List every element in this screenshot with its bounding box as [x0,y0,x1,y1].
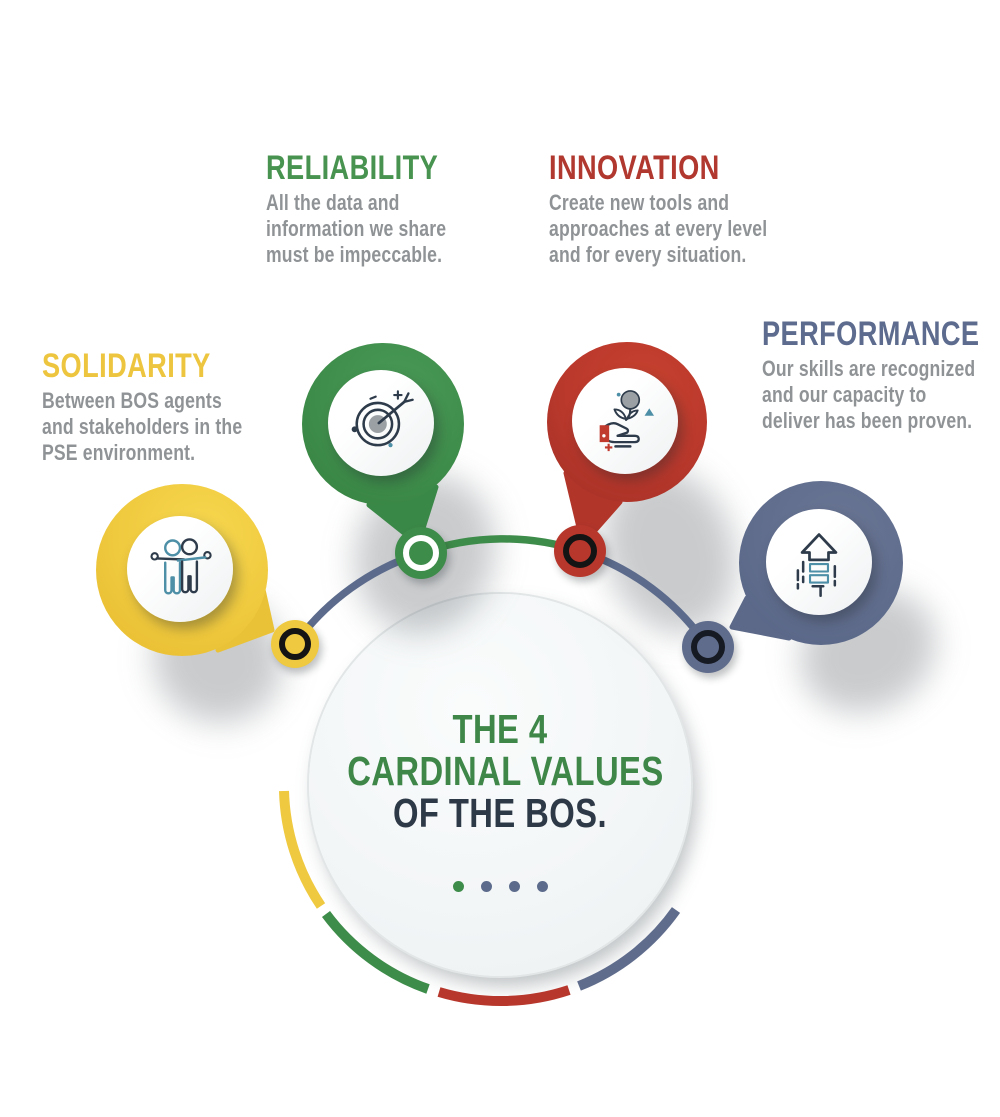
value-title-performance: PERFORMANCE [762,315,980,353]
value-block-solidarity: SOLIDARITY Between BOS agents and stakeh… [42,347,372,466]
value-description-innovation: Create new tools and approaches at every… [549,189,768,267]
node-solidarity [271,620,319,668]
node-reliability [395,527,447,579]
node-innovation [554,525,606,577]
value-description-solidarity: Between BOS agents and stakeholders in t… [42,387,243,465]
arc-segment-red [437,985,571,1007]
icon-circle-reliability [328,370,434,476]
icon-circle-innovation [572,368,678,474]
center-dots [309,879,691,897]
value-block-innovation: INNOVATION Create new tools and approach… [549,149,879,268]
value-block-performance: PERFORMANCE Our skills are recognized an… [762,315,1000,434]
arrow-up-icon [796,533,838,598]
icon-circle-solidarity [127,516,233,622]
target-arrow-icon [351,390,414,448]
center-circle: THE 4 CARDINAL VALUES OF THE BOS. [309,594,691,976]
value-title-solidarity: SOLIDARITY [42,347,211,385]
value-description-performance: Our skills are recognized and our capaci… [762,355,976,433]
dot-blue [508,881,520,892]
dot-blue [480,881,492,892]
center-title-line3: OF THE BOS. [393,790,607,836]
bubble-innovation [547,342,707,502]
value-title-innovation: INNOVATION [549,149,720,187]
bubble-solidarity [96,484,268,656]
dot-green [452,881,464,892]
bubble-reliability [302,343,464,505]
value-block-reliability: RELIABILITY All the data and information… [266,149,596,268]
hand-plant-icon [599,390,655,452]
center-title: THE 4 CARDINAL VALUES OF THE BOS. [309,708,691,834]
icon-circle-performance [766,509,872,615]
people-hug-icon [150,538,212,595]
value-description-reliability: All the data and information we share mu… [266,189,447,267]
bubble-performance [739,481,903,645]
center-title-line2: CARDINAL VALUES [347,748,664,794]
value-title-reliability: RELIABILITY [266,149,439,187]
center-title-line1: THE 4 [452,706,548,752]
node-performance [682,621,734,673]
dot-blue [536,881,548,892]
